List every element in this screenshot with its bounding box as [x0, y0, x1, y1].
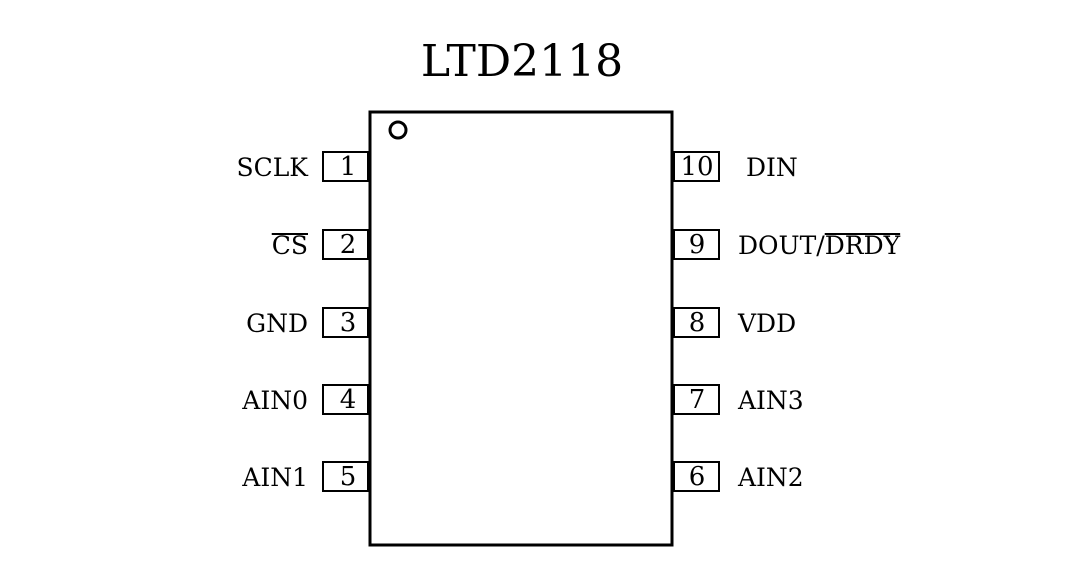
- pin-number: 7: [689, 385, 706, 415]
- pin-number: 6: [689, 462, 706, 492]
- pin-label: AIN0: [241, 386, 308, 415]
- pin-label: AIN1: [241, 463, 308, 492]
- pin-box: [322, 461, 369, 492]
- right-pin: 6 AIN2: [673, 461, 804, 492]
- pin-box: [673, 307, 720, 338]
- right-pin: 9 DOUT/DRDY: [673, 229, 901, 260]
- pin-label-text: DOUT/: [738, 231, 825, 260]
- pin-one-marker: [388, 120, 408, 140]
- left-pin: 1 SCLK: [236, 151, 369, 182]
- pin-label: AIN3: [737, 386, 804, 415]
- pin-label-text: AIN1: [241, 463, 308, 492]
- pin-label: DOUT/DRDY: [738, 231, 901, 260]
- pin-label-overbar: DRDY: [825, 231, 901, 260]
- pin-label: DIN: [746, 153, 798, 182]
- pin-box: [322, 151, 369, 182]
- pin-box: [322, 384, 369, 415]
- right-pin: 10 DIN: [673, 151, 798, 182]
- pin-box: [322, 229, 369, 260]
- pin-label: AIN2: [737, 463, 804, 492]
- pin-label-text: GND: [246, 309, 308, 338]
- pin-number: 2: [340, 230, 357, 260]
- pin-box: [673, 229, 720, 260]
- right-pin: 7 AIN3: [673, 384, 804, 415]
- chip-body: [368, 110, 674, 547]
- pin-number: 10: [680, 152, 713, 182]
- pin-number: 8: [689, 308, 706, 338]
- pin-label-text: DIN: [746, 153, 798, 182]
- pin-box: [673, 384, 720, 415]
- pin-label-overbar: CS: [272, 231, 308, 260]
- chip-title: LTD2118: [421, 36, 623, 87]
- pin-label: GND: [246, 309, 308, 338]
- left-pin-group: 1 SCLK 2 CS 3 GND 4 AIN0 5 AIN1: [236, 151, 369, 492]
- left-pin: 5 AIN1: [241, 461, 369, 492]
- pin-number: 3: [340, 308, 357, 338]
- pin-label: SCLK: [236, 153, 309, 182]
- pin-label-text: AIN2: [737, 463, 804, 492]
- pin-box: [673, 461, 720, 492]
- left-pin: 2 CS: [272, 229, 369, 260]
- pin-number: 4: [340, 385, 357, 415]
- pin-number: 9: [689, 230, 706, 260]
- pin-label-text: AIN3: [737, 386, 804, 415]
- pin-label: CS: [272, 231, 308, 260]
- pin-number: 5: [340, 462, 357, 492]
- pin-label: VDD: [737, 309, 796, 338]
- right-pin: 8 VDD: [673, 307, 796, 338]
- right-pin-group: 10 DIN 9 DOUT/DRDY 8 VDD 7 AIN3 6 AIN2: [673, 151, 901, 492]
- pin-label-text: AIN0: [241, 386, 308, 415]
- pin-label-text: VDD: [737, 309, 796, 338]
- pin-box: [322, 307, 369, 338]
- pin-number: 1: [340, 152, 357, 182]
- left-pin: 3 GND: [246, 307, 369, 338]
- left-pin: 4 AIN0: [241, 384, 369, 415]
- pin-label-text: SCLK: [236, 153, 309, 182]
- pin-box: [673, 151, 720, 182]
